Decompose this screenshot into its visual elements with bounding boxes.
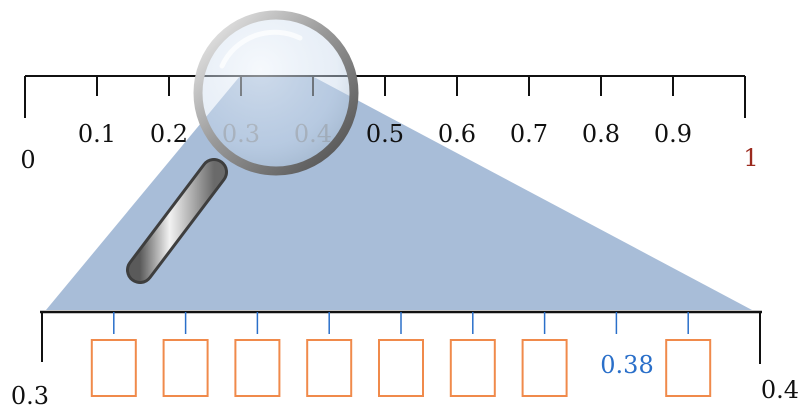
zoom-start-label: 0.3 bbox=[11, 382, 49, 410]
answer-box-7 bbox=[521, 339, 568, 397]
top-tick-label-0.7: 0.7 bbox=[510, 120, 548, 148]
top-tick-label-0.8: 0.8 bbox=[582, 120, 620, 148]
top-tick-label-0.2: 0.2 bbox=[150, 120, 188, 148]
answer-label-0-38: 0.38 bbox=[600, 351, 653, 379]
zoom-end-label: 0.4 bbox=[761, 376, 799, 404]
answer-box-3 bbox=[234, 339, 281, 397]
top-tick-label-0.1: 0.1 bbox=[78, 120, 116, 148]
answer-box-2 bbox=[162, 339, 209, 397]
top-tick-label-0.6: 0.6 bbox=[438, 120, 476, 148]
magnifying-glass-icon bbox=[126, 10, 359, 284]
answer-box-5 bbox=[378, 339, 424, 397]
top-tick-label-0.9: 0.9 bbox=[654, 120, 692, 148]
answer-box-4 bbox=[306, 339, 353, 397]
zoomed-number-line: 0.3 0.4 0.38 bbox=[11, 310, 799, 410]
answer-box-1 bbox=[90, 339, 137, 397]
answer-box-9 bbox=[665, 339, 712, 397]
top-start-label: 0 bbox=[20, 146, 35, 174]
top-tick-label-0.5: 0.5 bbox=[366, 120, 404, 148]
top-end-label: 1 bbox=[743, 144, 758, 172]
answer-box-6 bbox=[449, 339, 496, 397]
